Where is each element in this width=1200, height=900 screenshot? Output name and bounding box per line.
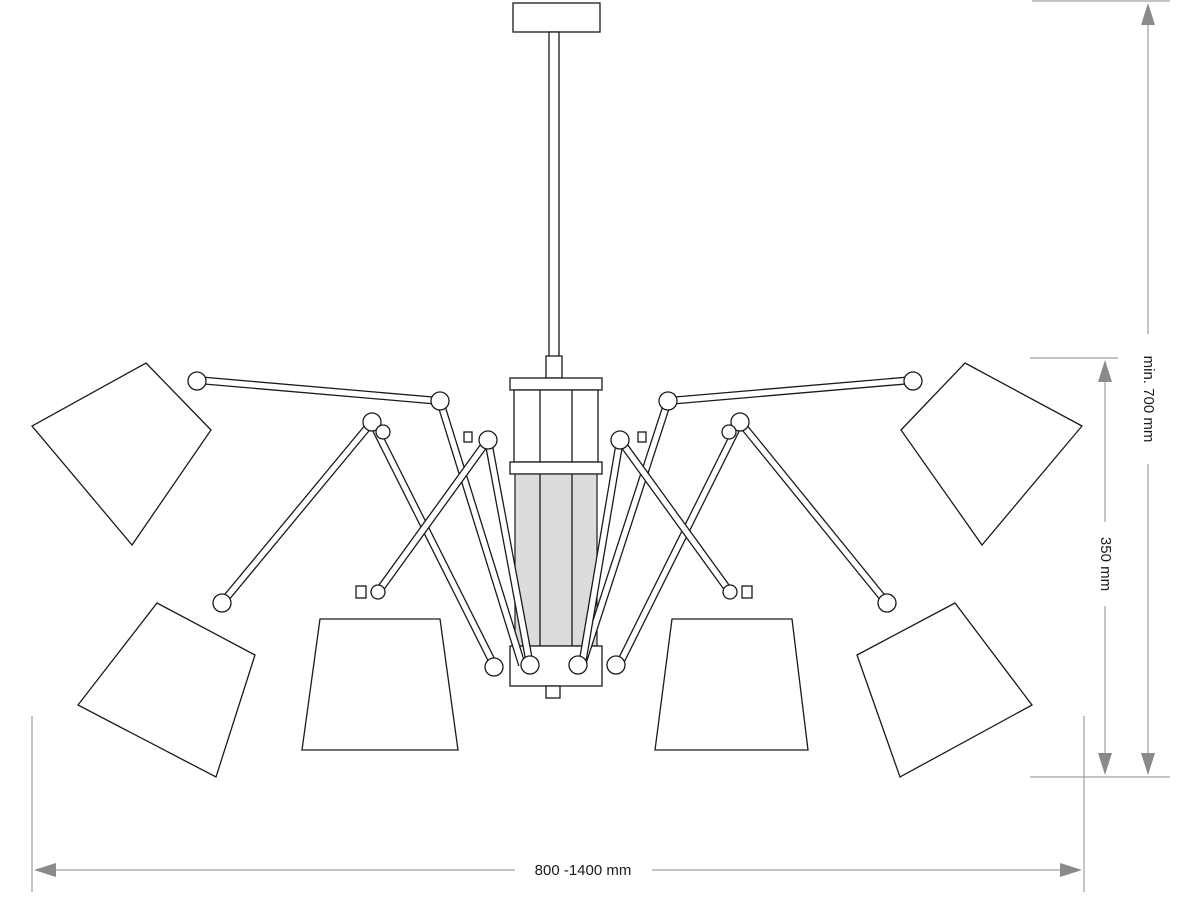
body-height-dimension xyxy=(1030,357,1118,778)
glass-cylinder xyxy=(514,473,598,647)
shade-lower-right xyxy=(856,602,1033,778)
shade-inner-left xyxy=(301,618,459,751)
shade-upper-left xyxy=(30,362,212,547)
suspension-rod xyxy=(545,31,563,379)
arm-lower-left xyxy=(212,412,499,669)
ceiling-canopy xyxy=(512,2,601,33)
width-label: 800 -1400 mm xyxy=(535,862,632,879)
arm-upper-right xyxy=(578,371,923,667)
shade-inner-right xyxy=(654,618,809,751)
body-joints xyxy=(484,655,626,677)
shade-upper-right xyxy=(900,362,1084,547)
arm-upper-left xyxy=(187,371,526,667)
total-height-dimension xyxy=(1032,0,1170,778)
arm-inner-left xyxy=(355,430,534,666)
total-height-label: min. 700 mm xyxy=(1140,356,1157,443)
shade-lower-left xyxy=(77,602,256,778)
arm-inner-right xyxy=(578,430,753,666)
body-height-label: 350 mm xyxy=(1097,537,1114,591)
central-body xyxy=(509,377,603,699)
arm-lower-right xyxy=(614,412,897,669)
width-dimension xyxy=(31,716,1085,892)
